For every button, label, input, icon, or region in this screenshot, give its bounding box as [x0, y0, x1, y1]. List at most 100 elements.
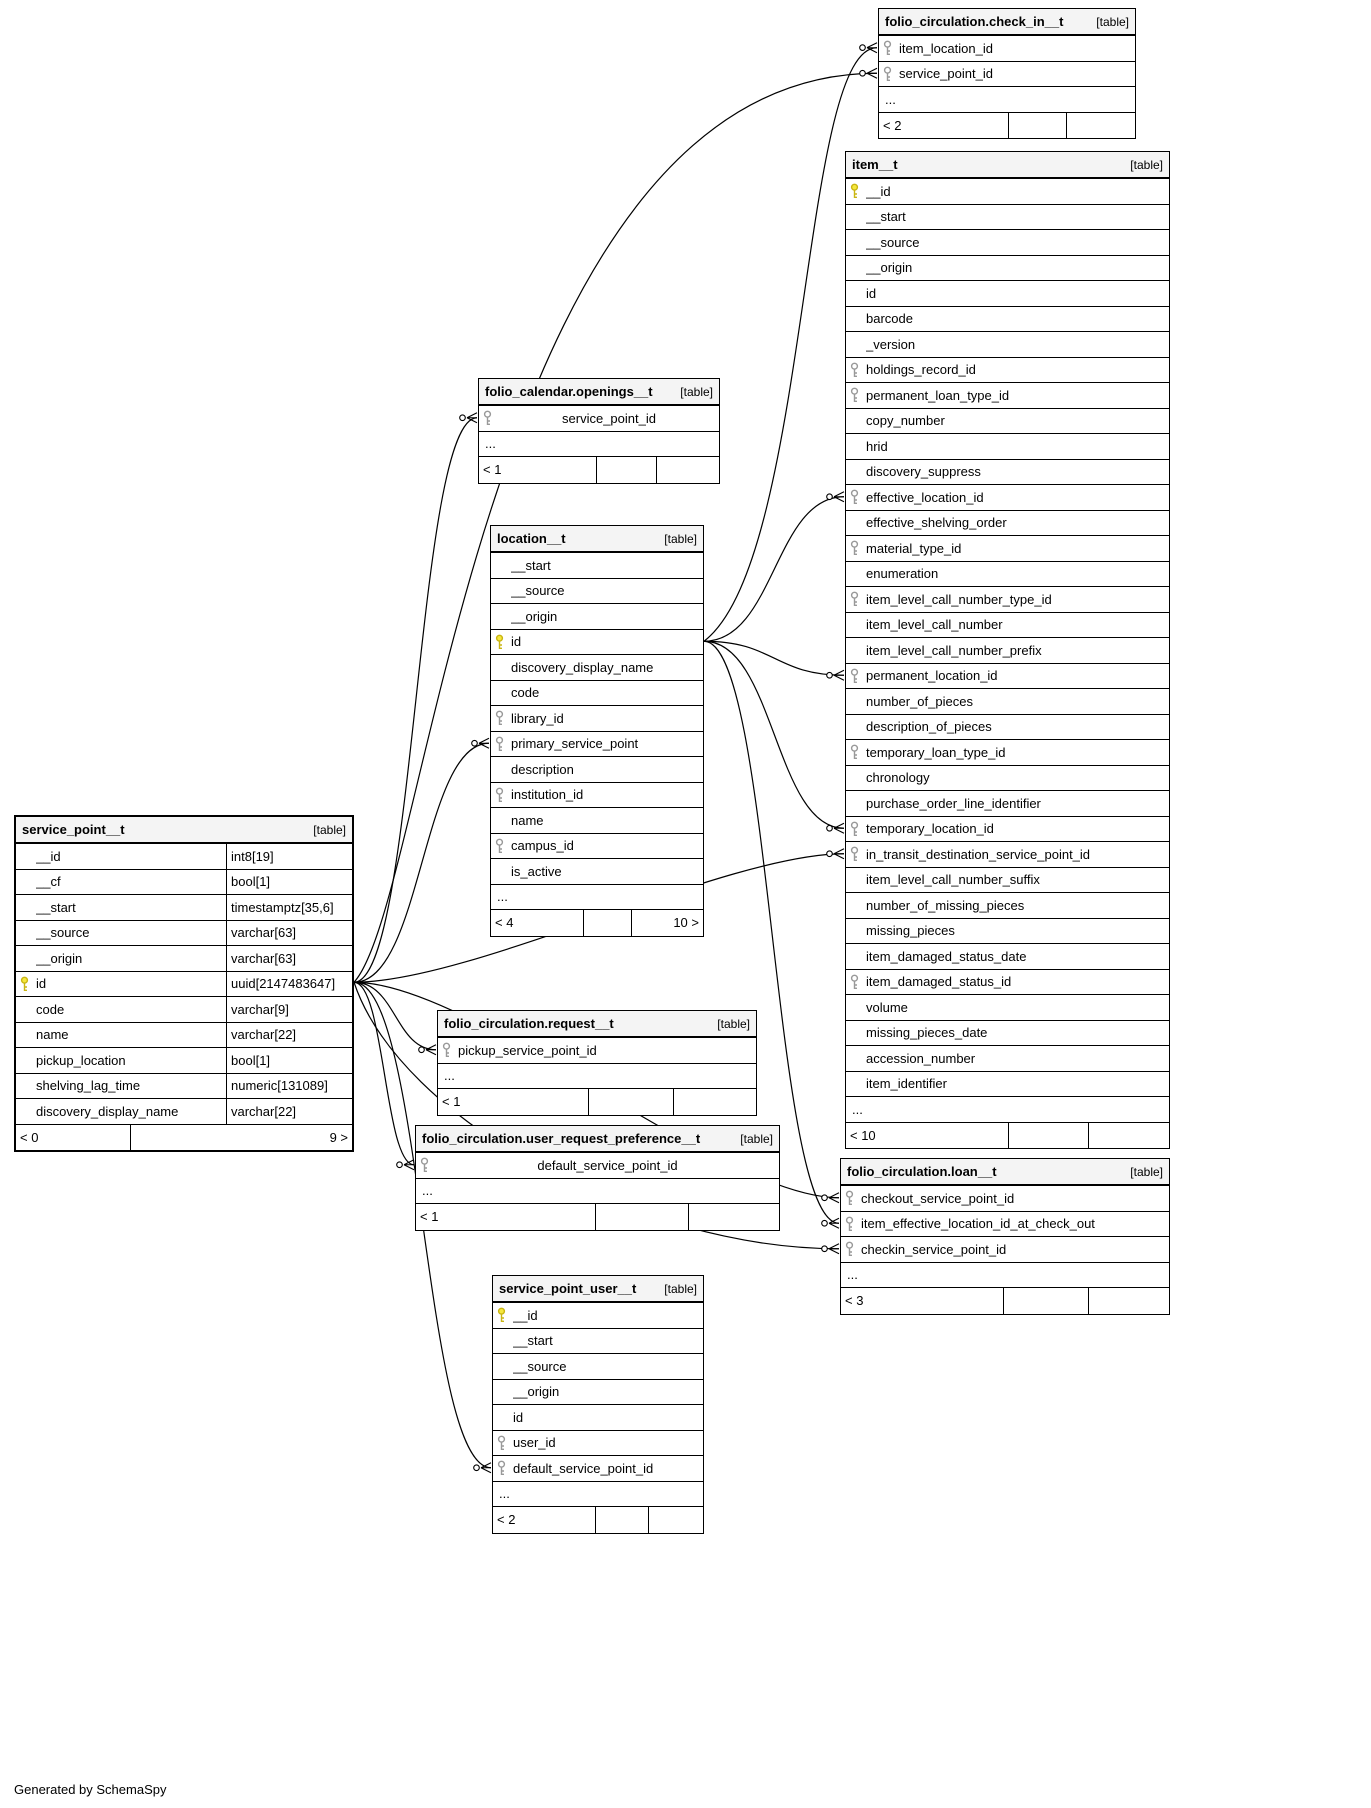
table-footer-cell: < 1	[479, 457, 597, 483]
column-type: bool[1]	[226, 869, 352, 894]
table-footer: < 2	[879, 112, 1135, 138]
foreign-key-icon	[495, 710, 504, 726]
table-tag: [table]	[740, 1131, 773, 1146]
column-name: service_point_id	[562, 410, 656, 426]
foreign-key-icon	[850, 489, 859, 505]
table-title[interactable]: folio_circulation.check_in__t	[885, 14, 1064, 29]
foreign-key-icon	[850, 744, 859, 760]
table-title[interactable]: service_point_user__t	[499, 1281, 637, 1296]
column-type: varchar[63]	[226, 920, 352, 945]
table-header: folio_circulation.check_in__t[table]	[879, 9, 1135, 36]
foreign-key-icon	[483, 410, 492, 426]
key-icon-slot	[491, 634, 511, 650]
table-footer-cell: < 1	[416, 1204, 596, 1230]
key-icon-slot	[493, 1307, 513, 1323]
key-icon-slot	[841, 1241, 861, 1257]
table-title[interactable]: service_point__t	[22, 822, 125, 837]
foreign-key-icon	[850, 846, 859, 862]
column-name: copy_number	[866, 413, 945, 429]
table-title[interactable]: location__t	[497, 531, 566, 546]
key-icon-slot	[846, 668, 866, 684]
column-name: item_damaged_status_date	[866, 948, 1027, 964]
column-row-item_location_id: item_location_id	[879, 36, 1135, 62]
column-row-volume: volume	[846, 995, 1169, 1021]
table-title[interactable]: folio_circulation.request__t	[444, 1016, 614, 1031]
table-header: folio_circulation.user_request_preferenc…	[416, 1126, 779, 1153]
key-icon-slot	[846, 591, 866, 607]
column-row-pickup_service_point_id: pickup_service_point_id	[438, 1038, 756, 1064]
column-name: __source	[513, 1358, 567, 1374]
table-title[interactable]: folio_circulation.loan__t	[847, 1164, 997, 1179]
relationship-service_point.id-to-user_request_preference.default_service_point_id	[353, 981, 415, 1171]
column-row-description_of_pieces: description_of_pieces	[846, 714, 1169, 740]
column-name: ...	[499, 1486, 510, 1502]
column-row-purchase_order_line_identifier: purchase_order_line_identifier	[846, 791, 1169, 817]
column-row-number_of_missing_pieces: number_of_missing_pieces	[846, 893, 1169, 919]
table-item[interactable]: item__t[table]__id__start__source__origi…	[845, 151, 1170, 1149]
table-title[interactable]: folio_calendar.openings__t	[485, 384, 653, 399]
column-name: chronology	[866, 770, 930, 786]
column-name: ...	[485, 436, 496, 452]
table-user_request_preference[interactable]: folio_circulation.user_request_preferenc…	[415, 1125, 780, 1231]
column-name: institution_id	[511, 787, 584, 803]
column-name: id	[511, 634, 522, 650]
table-title[interactable]: folio_circulation.user_request_preferenc…	[422, 1131, 701, 1146]
column-name: ...	[444, 1068, 455, 1084]
column-name: user_id	[513, 1435, 556, 1451]
column-row-_version: _version	[846, 332, 1169, 358]
column-row-accession_number: accession_number	[846, 1046, 1169, 1072]
column-row-checkout_service_point_id: checkout_service_point_id	[841, 1186, 1169, 1212]
table-service_point_user[interactable]: service_point_user__t[table]__id__start_…	[492, 1275, 704, 1534]
foreign-key-icon	[850, 540, 859, 556]
column-row-id: id	[491, 629, 703, 655]
column-name: discovery_display_name	[36, 1103, 179, 1119]
column-row-campus_id: campus_id	[491, 833, 703, 859]
table-title[interactable]: item__t	[852, 157, 898, 172]
more-columns-row: ...	[416, 1178, 779, 1204]
column-name: temporary_loan_type_id	[866, 744, 1006, 760]
table-header: service_point_user__t[table]	[493, 1276, 703, 1303]
column-row-id: id	[846, 281, 1169, 307]
column-name: checkout_service_point_id	[861, 1190, 1015, 1206]
column-name: missing_pieces_date	[866, 1025, 988, 1041]
column-name: discovery_suppress	[866, 464, 981, 480]
column-name: code	[36, 1001, 65, 1017]
column-row-__source: __source	[491, 578, 703, 604]
table-request[interactable]: folio_circulation.request__t[table]picku…	[437, 1010, 757, 1116]
column-type: numeric[131089]	[226, 1073, 352, 1098]
primary-key-icon	[495, 634, 504, 649]
column-name: item_damaged_status_id	[866, 974, 1012, 990]
column-row-user_id: user_id	[493, 1430, 703, 1456]
table-footer-cell: < 1	[438, 1089, 589, 1115]
column-name: id	[36, 976, 47, 992]
key-icon-slot	[416, 1157, 436, 1173]
foreign-key-icon	[850, 668, 859, 683]
key-icon-slot	[846, 821, 866, 837]
primary-key-icon	[20, 976, 29, 991]
column-name: permanent_loan_type_id	[866, 387, 1010, 403]
key-icon-slot	[879, 40, 899, 56]
column-name: __id	[36, 848, 61, 864]
table-footer-cell	[1004, 1288, 1089, 1314]
column-name: holdings_record_id	[866, 362, 976, 378]
column-row-__source: __source	[846, 230, 1169, 256]
table-location[interactable]: location__t[table]__start__source__origi…	[490, 525, 704, 937]
foreign-key-icon	[845, 1241, 854, 1257]
key-icon-slot	[846, 183, 866, 199]
more-columns-row: ...	[841, 1262, 1169, 1288]
table-openings[interactable]: folio_calendar.openings__t[table]service…	[478, 378, 720, 484]
column-name: item_level_call_number	[866, 617, 1003, 633]
table-check_in[interactable]: folio_circulation.check_in__t[table]item…	[878, 8, 1136, 139]
table-loan[interactable]: folio_circulation.loan__t[table]checkout…	[840, 1158, 1170, 1315]
foreign-key-icon	[883, 66, 892, 81]
column-name: __origin	[36, 950, 83, 966]
column-row-is_active: is_active	[491, 859, 703, 885]
column-name: __source	[866, 234, 920, 250]
